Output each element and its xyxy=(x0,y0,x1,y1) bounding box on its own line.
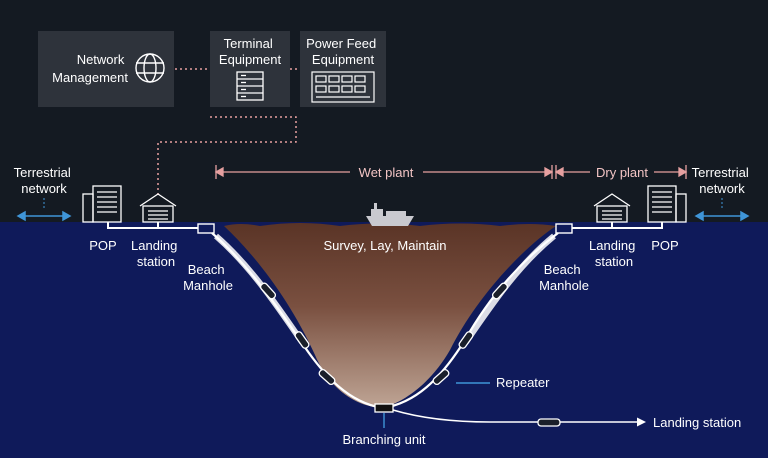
repeaters xyxy=(259,282,509,386)
submarine-cable-sheath xyxy=(214,233,305,344)
branch-repeater xyxy=(537,418,561,427)
surface-cables xyxy=(107,222,663,229)
repeater-label: Repeater xyxy=(496,375,550,390)
branch-landing-station-label: Landing station xyxy=(653,415,741,430)
branch-cable xyxy=(392,409,638,423)
survey-label: Survey, Lay, Maintain xyxy=(323,238,446,253)
power-feed-equipment-box: Power Feed Equipment xyxy=(300,31,386,107)
management-links xyxy=(157,68,300,196)
landing-station-right-label: Landing station xyxy=(589,238,639,269)
terminal-equipment-label: Terminal Equipment xyxy=(219,36,282,67)
beach-manhole-right xyxy=(555,223,573,234)
ship-icon xyxy=(366,203,414,226)
arrow-left-right-icon xyxy=(16,210,72,222)
branching-unit-label: Branching unit xyxy=(342,432,425,447)
pop-left-label: POP xyxy=(89,238,116,253)
dry-plant-label: Dry plant xyxy=(596,165,648,180)
branch-arrowhead xyxy=(637,417,646,427)
terrestrial-network-left-label: Terrestrial network xyxy=(14,165,75,196)
globe-icon xyxy=(135,53,165,83)
beach-manhole-left xyxy=(197,223,215,234)
network-management-label: Network Management xyxy=(52,52,128,85)
submarine-cable-sheath-right xyxy=(463,233,556,344)
beach-manhole-left-label: Beach Manhole xyxy=(183,262,233,293)
wet-plant-span xyxy=(214,165,554,179)
arrow-left-right-icon xyxy=(694,210,750,222)
building-icon xyxy=(647,185,687,223)
branching-unit xyxy=(374,403,394,413)
dry-plant-span xyxy=(554,165,688,179)
landing-station-left-label: Landing station xyxy=(131,238,181,269)
terrestrial-network-right-label: Terrestrial network xyxy=(692,165,753,196)
terminal-equipment-box: Terminal Equipment xyxy=(210,31,290,107)
pop-right-label: POP xyxy=(651,238,678,253)
network-management-box: Network Management xyxy=(38,31,174,107)
beach-manhole-right-label: Beach Manhole xyxy=(539,262,589,293)
server-rack-icon xyxy=(236,71,264,101)
landing-station-icon xyxy=(593,193,631,223)
power-rack-icon xyxy=(311,71,375,103)
ocean-trench xyxy=(224,223,556,408)
wet-plant-label: Wet plant xyxy=(359,165,414,180)
power-feed-equipment-label: Power Feed Equipment xyxy=(306,36,380,67)
